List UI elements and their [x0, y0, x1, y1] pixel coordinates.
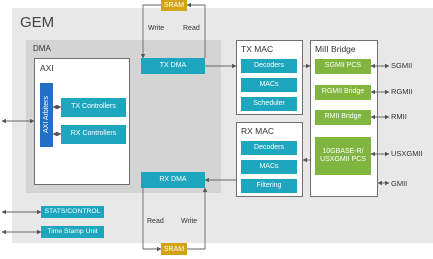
write-top-label: Write: [148, 25, 165, 32]
rx-controllers-block: RX Controllers: [61, 125, 126, 144]
sram-top-block: SRAM: [161, 0, 187, 11]
read-top-label: Read: [183, 25, 200, 32]
usxgmii-pcs-block: 10GBASE-R/ USXGMII PCS: [315, 137, 371, 175]
signal-sgmii: SGMII: [391, 61, 413, 70]
tx-decoders-block: Decoders: [241, 59, 297, 73]
tx-dma-block: TX DMA: [141, 58, 205, 74]
sram-bottom-block: SRAM: [161, 243, 187, 255]
rmii-bridge-block: RMII Bridge: [315, 110, 371, 125]
rx-macs-block: MACs: [241, 160, 297, 174]
rx-mac-title: RX MAC: [241, 126, 275, 136]
sgmii-pcs-block: SGMII PCS: [315, 59, 371, 74]
tx-macs-block: MACs: [241, 78, 297, 92]
tx-scheduler-block: Scheduler: [241, 97, 297, 111]
axi-title: AXI: [40, 63, 54, 73]
mii-bridge-title: MiII Bridge: [315, 44, 356, 54]
rx-filtering-block: Filtering: [241, 179, 297, 193]
signal-rmii: RMII: [391, 112, 407, 121]
rx-decoders-block: Decoders: [241, 141, 297, 155]
dma-title: DMA: [33, 44, 51, 53]
tx-controllers-block: TX Controllers: [61, 98, 126, 117]
signal-gmii: GMII: [391, 179, 408, 188]
stats-control-block: STATS/CONTROL: [41, 206, 104, 218]
write-bottom-label: Write: [181, 218, 198, 225]
gem-title: GEM: [20, 14, 55, 31]
timestamp-unit-block: Time Stamp Unit: [41, 226, 104, 238]
signal-usxgmii: USXGMII: [391, 149, 423, 158]
read-bottom-label: Read: [147, 218, 164, 225]
tx-mac-title: TX MAC: [241, 44, 274, 54]
rx-dma-block: RX DMA: [141, 172, 205, 188]
signal-rgmii: RGMII: [391, 87, 413, 96]
rgmii-bridge-block: RGMII Bridge: [315, 85, 371, 100]
